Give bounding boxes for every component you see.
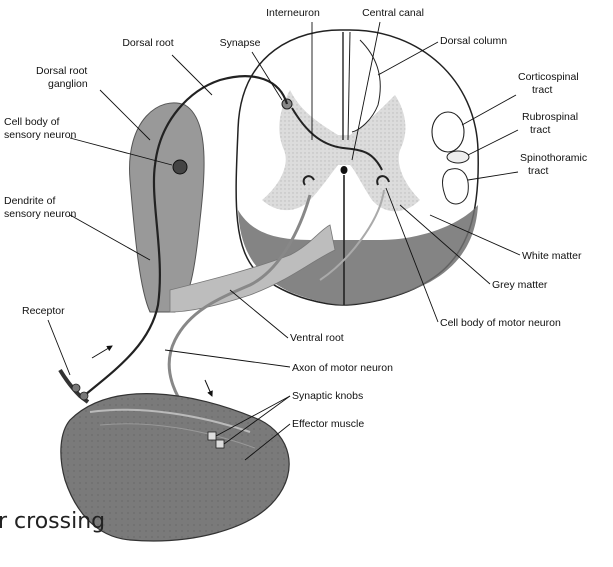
label-corticospinal-line1: Corticospinal <box>518 71 579 83</box>
spinothalamic-tract <box>443 169 469 204</box>
label-corticospinal-line2: tract <box>532 84 553 96</box>
label-axon-motor: Axon of motor neuron <box>292 362 393 374</box>
label-interneuron: Interneuron <box>266 7 320 19</box>
impulse-arrow-sensory <box>92 346 112 358</box>
label-synapse: Synapse <box>220 37 261 49</box>
label-white-matter: White matter <box>522 250 582 262</box>
label-synaptic-knobs: Synaptic knobs <box>292 390 363 402</box>
label-ventral-root: Ventral root <box>290 332 344 344</box>
label-rubrospinal-line2: tract <box>530 124 551 136</box>
label-dendrite-line1: Dendrite of <box>4 195 55 207</box>
label-cell-body-sensory-line1: Cell body of <box>4 116 60 128</box>
label-cell-body-motor: Cell body of motor neuron <box>440 317 561 329</box>
dorsal-root-ganglion-body <box>130 103 205 312</box>
label-spinothalamic-line2: tract <box>528 165 549 177</box>
label-dorsal-root-ganglion-line2: ganglion <box>48 78 88 90</box>
label-dorsal-root-ganglion-line1: Dorsal root <box>36 65 87 77</box>
central-canal <box>341 166 348 174</box>
synaptic-knob-a <box>208 432 216 440</box>
label-dorsal-column: Dorsal column <box>440 35 507 47</box>
rubrospinal-tract <box>447 151 469 163</box>
label-rubrospinal-line1: Rubrospinal <box>522 111 578 123</box>
impulse-arrow-motor <box>205 380 212 396</box>
label-effector-muscle: Effector muscle <box>292 418 364 430</box>
label-dorsal-root: Dorsal root <box>122 37 173 49</box>
synaptic-knob-b <box>216 440 224 448</box>
sensory-neuron-cell-body <box>173 160 187 174</box>
label-dendrite-line2: sensory neuron <box>4 208 77 220</box>
label-spinothalamic-line1: Spinothoramic <box>520 152 587 164</box>
label-receptor: Receptor <box>22 305 65 317</box>
caption-fragment: r crossing <box>0 509 105 534</box>
label-cell-body-sensory-line2: sensory neuron <box>4 129 77 141</box>
corticospinal-tract <box>432 112 464 152</box>
label-grey-matter: Grey matter <box>492 279 548 291</box>
label-central-canal: Central canal <box>362 7 424 19</box>
